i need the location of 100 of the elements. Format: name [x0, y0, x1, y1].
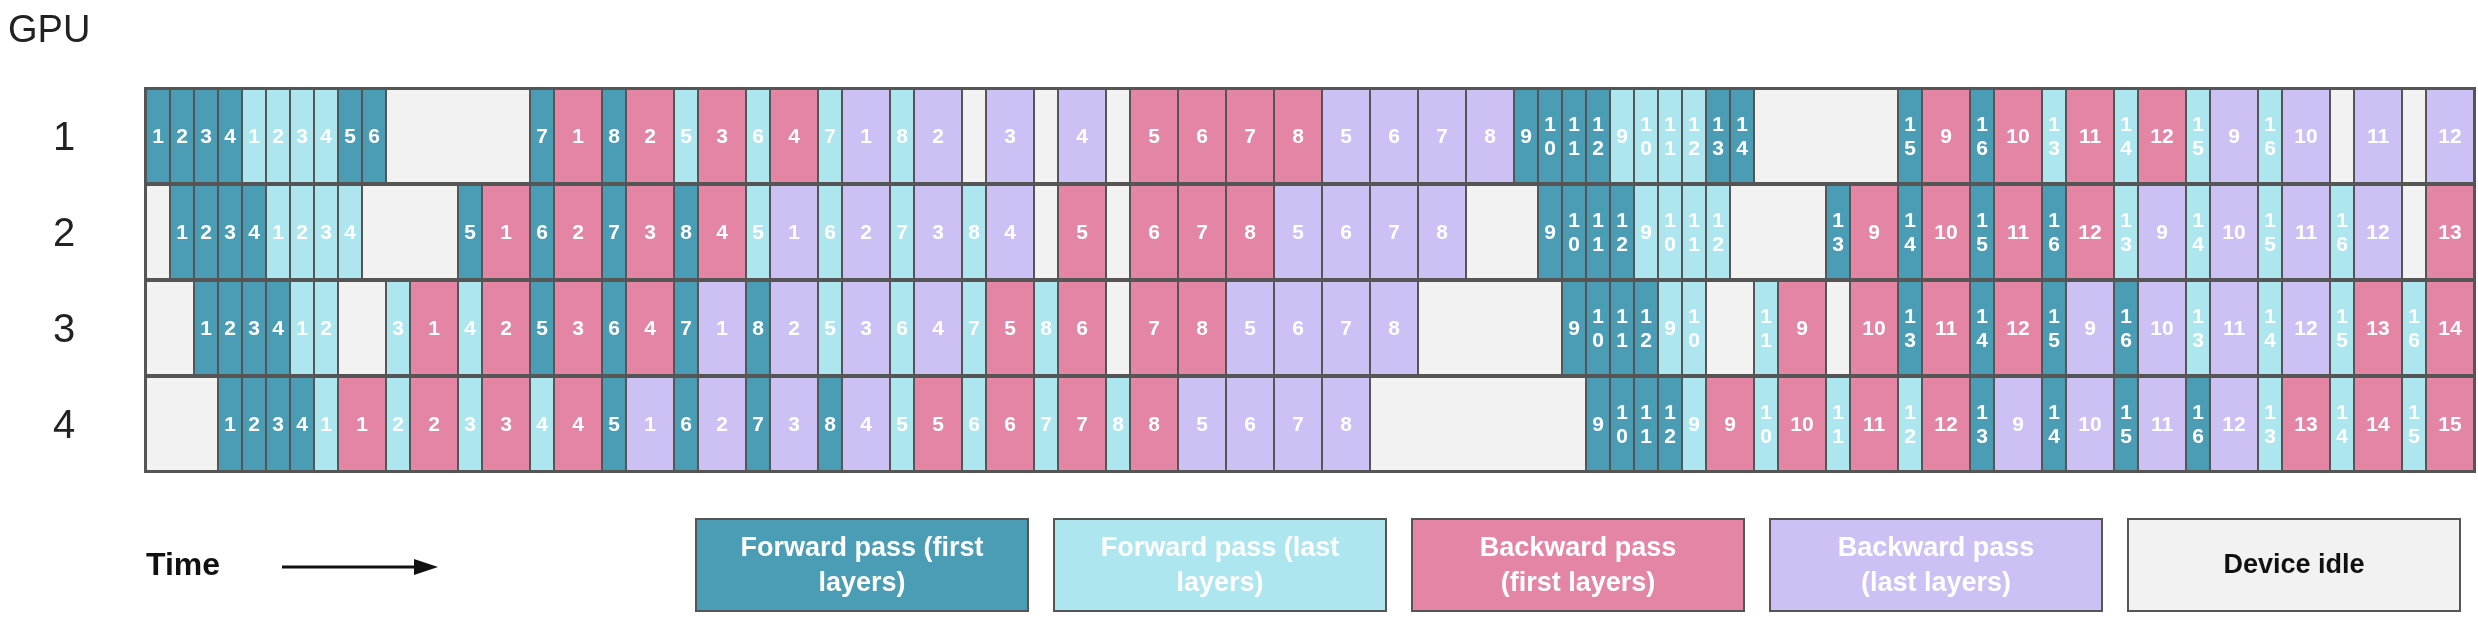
microbatch-number: 6: [1292, 316, 1304, 340]
microbatch-number: 13: [2263, 400, 2277, 448]
microbatch-number: 16: [2335, 208, 2349, 256]
microbatch-number: 15: [2263, 208, 2277, 256]
forward-block: [1658, 281, 1682, 375]
microbatch-number: 8: [1196, 316, 1208, 340]
microbatch-number: 4: [572, 412, 584, 436]
forward-block: [818, 89, 842, 183]
microbatch-number: 11: [1934, 316, 1958, 340]
microbatch-number: 7: [1040, 412, 1052, 436]
forward-block: [1610, 185, 1634, 279]
microbatch-number: 10: [2078, 412, 2102, 436]
backward-block: [914, 185, 962, 279]
microbatch-number: 4: [296, 412, 308, 436]
microbatch-number: 7: [1076, 412, 1088, 436]
microbatch-number: 6: [1196, 124, 1208, 148]
forward-block: [1898, 377, 1922, 471]
microbatch-number: 15: [2119, 400, 2133, 448]
microbatch-number: 5: [680, 124, 692, 148]
backward-block: [1130, 89, 1178, 183]
microbatch-number: 8: [968, 220, 980, 244]
microbatch-number: 2: [296, 220, 308, 244]
backward-block: [986, 281, 1034, 375]
backward-block: [554, 185, 602, 279]
microbatch-number: 4: [860, 412, 872, 436]
forward-block: [314, 377, 338, 471]
microbatch-number: 8: [1148, 412, 1160, 436]
microbatch-number: 1: [788, 220, 800, 244]
backward-block: [2354, 281, 2402, 375]
forward-block: [1562, 281, 1586, 375]
backward-block: [482, 377, 530, 471]
forward-block: [1538, 185, 1562, 279]
forward-block: [2258, 185, 2282, 279]
forward-block: [890, 185, 914, 279]
idle-block: [1034, 89, 1058, 183]
microbatch-number: 3: [464, 412, 476, 436]
backward-block: [1778, 377, 1826, 471]
backward-block: [698, 89, 746, 183]
backward-block: [626, 185, 674, 279]
forward-block: [2258, 377, 2282, 471]
forward-block: [1658, 89, 1682, 183]
backward-block: [626, 377, 674, 471]
forward-block: [2402, 281, 2426, 375]
microbatch-number: 1: [176, 220, 188, 244]
forward-block: [602, 89, 626, 183]
microbatch-number: 14: [2366, 412, 2390, 436]
forward-block: [962, 377, 986, 471]
microbatch-number: 9: [2228, 124, 2240, 148]
microbatch-number: 2: [200, 220, 212, 244]
microbatch-number: 16: [1975, 112, 1989, 160]
microbatch-number: 16: [2119, 304, 2133, 352]
microbatch-number: 1: [320, 412, 332, 436]
microbatch-number: 1: [152, 124, 164, 148]
microbatch-number: 11: [1831, 400, 1845, 448]
microbatch-number: 12: [2006, 316, 2030, 340]
microbatch-number: 7: [1388, 220, 1400, 244]
backward-block: [1130, 377, 1178, 471]
backward-block: [1778, 281, 1826, 375]
forward-block: [1754, 377, 1778, 471]
backward-block: [1226, 281, 1274, 375]
forward-block: [242, 281, 266, 375]
microbatch-number: 14: [2335, 400, 2349, 448]
forward-block: [2330, 185, 2354, 279]
microbatch-number: 15: [2438, 412, 2462, 436]
backward-block: [986, 185, 1034, 279]
backward-block: [2354, 185, 2402, 279]
microbatch-number: 9: [1616, 124, 1628, 148]
microbatch-number: 4: [224, 124, 236, 148]
microbatch-number: 15: [2047, 304, 2061, 352]
forward-block: [362, 89, 386, 183]
forward-block: [530, 185, 554, 279]
idle-block: [1370, 377, 1586, 471]
forward-block: [674, 281, 698, 375]
forward-block: [602, 185, 626, 279]
microbatch-number: 12: [2078, 220, 2102, 244]
idle-block: [1754, 89, 1898, 183]
microbatch-number: 3: [932, 220, 944, 244]
forward-block: [674, 377, 698, 471]
forward-block: [746, 185, 770, 279]
forward-block: [1586, 89, 1610, 183]
backward-block: [1850, 377, 1898, 471]
idle-block: [1466, 185, 1538, 279]
forward-block: [746, 377, 770, 471]
backward-block: [1994, 89, 2042, 183]
forward-block: [338, 185, 362, 279]
backward-block: [914, 281, 962, 375]
microbatch-number: 11: [1615, 304, 1629, 352]
backward-block: [2210, 185, 2258, 279]
backward-block: [770, 281, 818, 375]
backward-block: [1922, 89, 1970, 183]
microbatch-number: 12: [2150, 124, 2174, 148]
backward-block: [770, 377, 818, 471]
microbatch-number: 3: [320, 220, 332, 244]
backward-block: [1922, 377, 1970, 471]
forward-block: [1970, 281, 1994, 375]
microbatch-number: 13: [2119, 208, 2133, 256]
microbatch-number: 11: [1567, 112, 1581, 160]
backward-block: [1226, 185, 1274, 279]
microbatch-number: 12: [2294, 316, 2318, 340]
microbatch-number: 3: [272, 412, 284, 436]
